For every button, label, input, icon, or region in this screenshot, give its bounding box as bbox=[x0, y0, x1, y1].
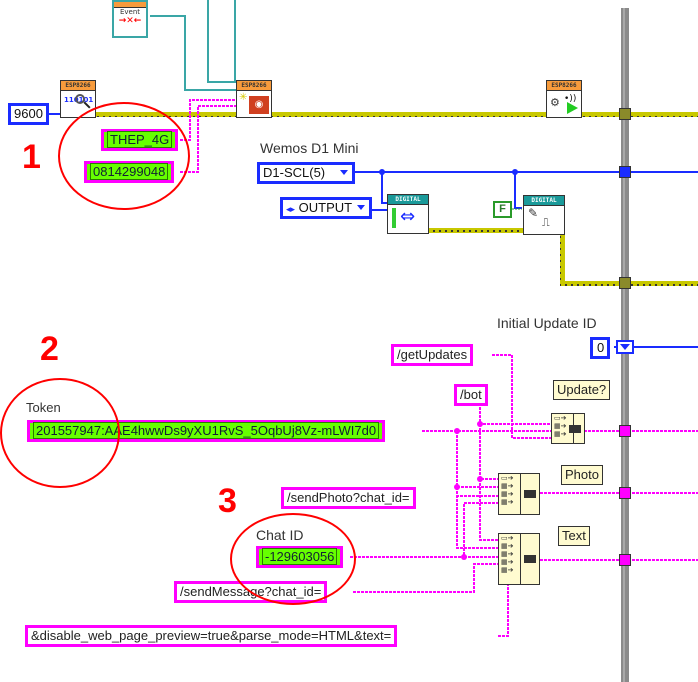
event-x-icon: →✕← bbox=[118, 16, 142, 26]
pencil-pulse-icon: ✎ ⎍ bbox=[528, 206, 550, 229]
esp-wifi-connect-subvi[interactable]: ESP8266 ✳ ◉ bbox=[236, 80, 272, 118]
update-url-tunnel bbox=[619, 425, 631, 437]
board-label: Wemos D1 Mini bbox=[260, 140, 359, 156]
update-tag: Update? bbox=[553, 380, 611, 400]
initial-update-id-constant[interactable]: 0 bbox=[590, 337, 610, 359]
string-out-icon bbox=[569, 424, 581, 433]
string-out-icon bbox=[524, 555, 536, 563]
error-tunnel-top bbox=[619, 108, 631, 120]
annotation-1: 1 bbox=[22, 138, 41, 176]
pin-mode-value: OUTPUT bbox=[298, 200, 353, 215]
concatenate-text-url[interactable]: ▭➔▦➔▦➔▦➔▦➔ bbox=[498, 533, 540, 585]
false-constant[interactable]: F bbox=[493, 201, 512, 218]
event-subvi[interactable]: Event →✕← bbox=[112, 0, 148, 38]
annotation-ellipse-2 bbox=[0, 378, 120, 488]
enum-icon: ◂▸ bbox=[286, 204, 296, 214]
send-photo-constant[interactable]: /sendPhoto?chat_id= bbox=[281, 487, 416, 509]
bot-constant[interactable]: /bot bbox=[454, 384, 488, 406]
shift-register[interactable] bbox=[616, 340, 634, 354]
digital-header: DIGITAL bbox=[388, 195, 428, 205]
annotation-ellipse-3 bbox=[230, 513, 356, 605]
chevron-down-icon bbox=[357, 205, 365, 210]
photo-tag: Photo bbox=[561, 465, 603, 485]
chevron-down-icon bbox=[340, 170, 348, 175]
baud-rate-constant[interactable]: 9600 bbox=[8, 103, 49, 125]
string-out-icon bbox=[524, 490, 536, 498]
error-tunnel-digital bbox=[619, 277, 631, 289]
initial-update-id-label: Initial Update ID bbox=[497, 315, 597, 331]
digital-pin-mode-subvi[interactable]: DIGITAL ⇔ bbox=[387, 194, 429, 234]
pin-tunnel bbox=[619, 166, 631, 178]
digital-header: DIGITAL bbox=[524, 196, 564, 206]
play-icon: ⚙ •)) bbox=[547, 91, 581, 114]
esp-header: ESP8266 bbox=[547, 81, 581, 91]
pin-mode-selector[interactable]: ◂▸ OUTPUT bbox=[280, 197, 372, 219]
esp-header: ESP8266 bbox=[61, 81, 95, 91]
text-url-tunnel bbox=[619, 554, 631, 566]
serial-search-icon: 110101 bbox=[61, 91, 95, 114]
shift-register-arrow-icon bbox=[620, 344, 630, 350]
esp-header bbox=[114, 2, 146, 8]
get-updates-constant[interactable]: /getUpdates bbox=[391, 344, 474, 366]
concatenate-update-url[interactable]: ▭➔▦➔▦➔ bbox=[551, 413, 585, 444]
text-tag: Text bbox=[558, 526, 590, 546]
concatenate-photo-url[interactable]: ▭➔▦➔▦➔▦➔ bbox=[498, 473, 540, 515]
error-wire-digital bbox=[428, 228, 698, 286]
annotation-ellipse-1 bbox=[58, 102, 190, 210]
error-wire-top bbox=[96, 112, 698, 117]
pin-value: D1-SCL(5) bbox=[263, 165, 326, 180]
text-params-constant[interactable]: &disable_web_page_preview=true&parse_mod… bbox=[25, 625, 398, 647]
ref-wires bbox=[150, 0, 236, 91]
esp-header: ESP8266 bbox=[237, 81, 271, 91]
event-label: Event bbox=[119, 8, 141, 16]
wifi-icon: ✳ ◉ bbox=[237, 91, 271, 114]
annotation-3: 3 bbox=[218, 482, 237, 520]
bidirectional-arrow-icon: ⇔ bbox=[388, 205, 428, 228]
pin-selector[interactable]: D1-SCL(5) bbox=[257, 162, 355, 184]
esp-start-subvi[interactable]: ESP8266 ⚙ •)) bbox=[546, 80, 582, 118]
annotation-2: 2 bbox=[40, 330, 59, 368]
photo-url-tunnel bbox=[619, 487, 631, 499]
digital-write-subvi[interactable]: DIGITAL ✎ ⎍ bbox=[523, 195, 565, 235]
